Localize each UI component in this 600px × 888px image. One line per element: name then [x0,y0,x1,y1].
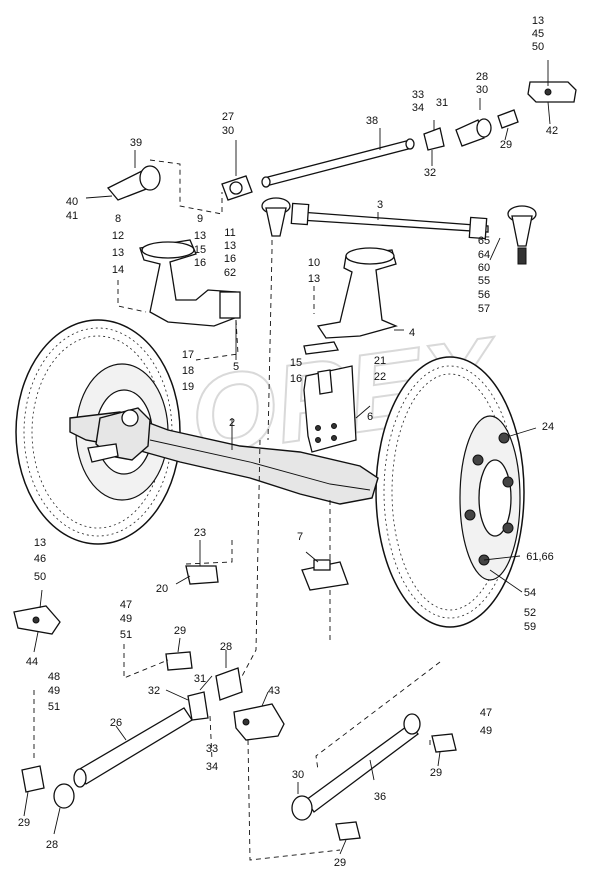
lower-small-parts [13,559,457,841]
label-42: 42 [546,125,558,137]
label-41: 41 [66,210,78,222]
label-44: 44 [26,656,38,668]
label-29b: 29 [174,625,186,637]
label-62: 62 [224,267,236,279]
label-60: 60 [478,262,490,274]
label-8: 8 [115,213,121,225]
part-labels: 13 45 50 42 28 30 29 33 34 31 32 38 27 3… [18,15,558,869]
label-9: 9 [197,213,203,225]
label-6: 6 [367,411,373,423]
label-56: 56 [478,289,490,301]
label-5: 5 [233,361,239,373]
label-16c: 16 [290,373,302,385]
label-50: 50 [532,41,544,53]
label-4: 4 [409,327,415,339]
right-wheel [375,356,525,628]
label-34: 34 [412,102,424,114]
label-21: 21 [374,355,386,367]
label-23: 23 [194,527,206,539]
label-46: 46 [34,553,46,565]
label-49b: 49 [48,685,60,697]
label-2: 2 [229,417,235,429]
label-12: 12 [112,230,124,242]
label-33b: 33 [206,743,218,755]
label-33: 33 [412,89,424,101]
label-17: 17 [182,349,194,361]
label-49: 49 [120,613,132,625]
label-29e: 29 [334,857,346,869]
label-38: 38 [366,115,378,127]
label-28c: 28 [46,839,58,851]
label-32b: 32 [148,685,160,697]
label-65: 65 [478,235,490,247]
center-plate [303,341,357,453]
spring-bracket-right [316,247,398,339]
label-31: 31 [436,97,448,109]
label-24: 24 [542,421,554,433]
label-15b: 15 [290,357,302,369]
label-13f: 13 [34,537,46,549]
label-13d: 13 [224,240,236,252]
label-32: 32 [424,167,436,179]
label-47b: 47 [480,707,492,719]
label-30b: 30 [222,125,234,137]
label-7: 7 [297,531,303,543]
assembly-dashed-lines [33,159,441,861]
label-30: 30 [476,84,488,96]
label-19: 19 [182,381,194,393]
label-10: 10 [308,257,320,269]
label-29: 29 [500,139,512,151]
label-28b: 28 [220,641,232,653]
label-36: 36 [374,791,386,803]
label-49c: 49 [480,725,492,737]
label-51: 51 [120,629,132,641]
label-16b: 16 [224,253,236,265]
label-52: 52 [524,607,536,619]
label-50b: 50 [34,571,46,583]
label-13c: 13 [194,230,206,242]
label-22: 22 [374,371,386,383]
label-13e: 13 [308,273,320,285]
leader-lines [23,60,551,855]
label-14: 14 [112,264,124,276]
label-57: 57 [478,303,490,315]
label-34b: 34 [206,761,218,773]
top-small-parts [106,81,577,201]
label-27: 27 [222,111,234,123]
label-15: 15 [194,244,206,256]
label-13b: 13 [112,247,124,259]
label-29d: 29 [18,817,30,829]
spring-bracket-left [139,239,241,327]
label-51b: 51 [48,701,60,713]
label-11: 11 [224,227,235,239]
drag-link [261,138,415,188]
label-40: 40 [66,196,78,208]
steering-rod-26 [53,707,193,809]
label-39: 39 [130,137,142,149]
label-28: 28 [476,71,488,83]
label-59: 59 [524,621,536,633]
label-47: 47 [120,599,132,611]
axle-beam [69,407,379,505]
label-61-66: 61,66 [526,551,554,563]
label-45: 45 [532,28,544,40]
label-18: 18 [182,365,194,377]
label-29c: 29 [430,767,442,779]
label-55: 55 [478,275,490,287]
tie-rod [261,197,537,265]
steering-rod-36 [291,713,421,821]
label-30c: 30 [292,769,304,781]
label-31b: 31 [194,673,206,685]
label-13: 13 [532,15,544,27]
label-48: 48 [48,671,60,683]
label-20: 20 [156,583,168,595]
label-43: 43 [268,685,280,697]
label-16: 16 [194,257,206,269]
label-54: 54 [524,587,536,599]
label-64: 64 [478,249,490,261]
label-26: 26 [110,717,122,729]
label-3: 3 [377,199,383,211]
